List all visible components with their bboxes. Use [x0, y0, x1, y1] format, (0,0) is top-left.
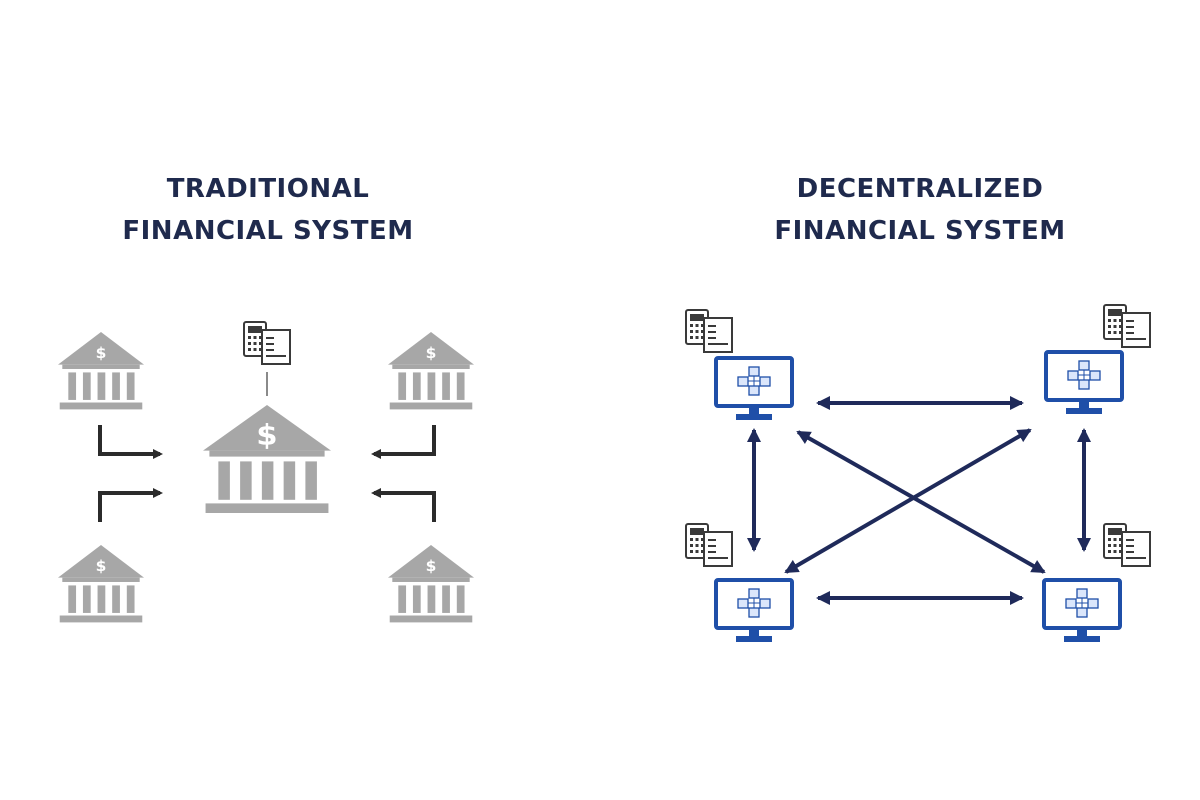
blockchain-computer-icon — [714, 356, 794, 422]
decentralized-system-title: DECENTRALIZED FINANCIAL SYSTEM — [710, 168, 1130, 252]
arrow-top-left — [98, 425, 163, 459]
blockchain-computer-icon — [714, 578, 794, 644]
calculator-document-icon — [685, 309, 733, 353]
connection-diagonal-1 — [796, 430, 1046, 574]
arrow-bottom-left — [98, 488, 163, 522]
central-bank-icon: $ — [203, 405, 331, 513]
bank-icon: $ — [58, 545, 144, 623]
blockchain-computer-icon — [1042, 578, 1122, 644]
title-left-line2: FINANCIAL SYSTEM — [122, 216, 414, 246]
calculator-document-icon — [1103, 523, 1151, 567]
calculator-document-icon — [685, 523, 733, 567]
arrow-top-right — [371, 425, 436, 459]
svg-text:$: $ — [256, 418, 277, 452]
svg-text:$: $ — [96, 557, 107, 575]
blockchain-computer-icon — [1044, 350, 1124, 416]
decentralized-diagram — [685, 304, 1151, 644]
arrow-bottom-right — [371, 488, 436, 522]
traditional-diagram: $ $ $ $ $ — [58, 321, 474, 623]
title-left-line1: TRADITIONAL — [166, 174, 370, 204]
traditional-system-title: TRADITIONAL FINANCIAL SYSTEM — [58, 168, 478, 252]
bank-icon: $ — [58, 332, 144, 410]
calculator-document-icon — [243, 321, 291, 365]
bank-icon: $ — [388, 545, 474, 623]
title-right-line2: FINANCIAL SYSTEM — [774, 216, 1066, 246]
svg-text:$: $ — [426, 557, 437, 575]
connection-diagonal-2 — [784, 428, 1032, 574]
svg-text:$: $ — [426, 344, 437, 362]
title-right-line1: DECENTRALIZED — [796, 174, 1044, 204]
svg-text:$: $ — [96, 344, 107, 362]
bank-icon: $ — [388, 332, 474, 410]
calculator-document-icon — [1103, 304, 1151, 348]
